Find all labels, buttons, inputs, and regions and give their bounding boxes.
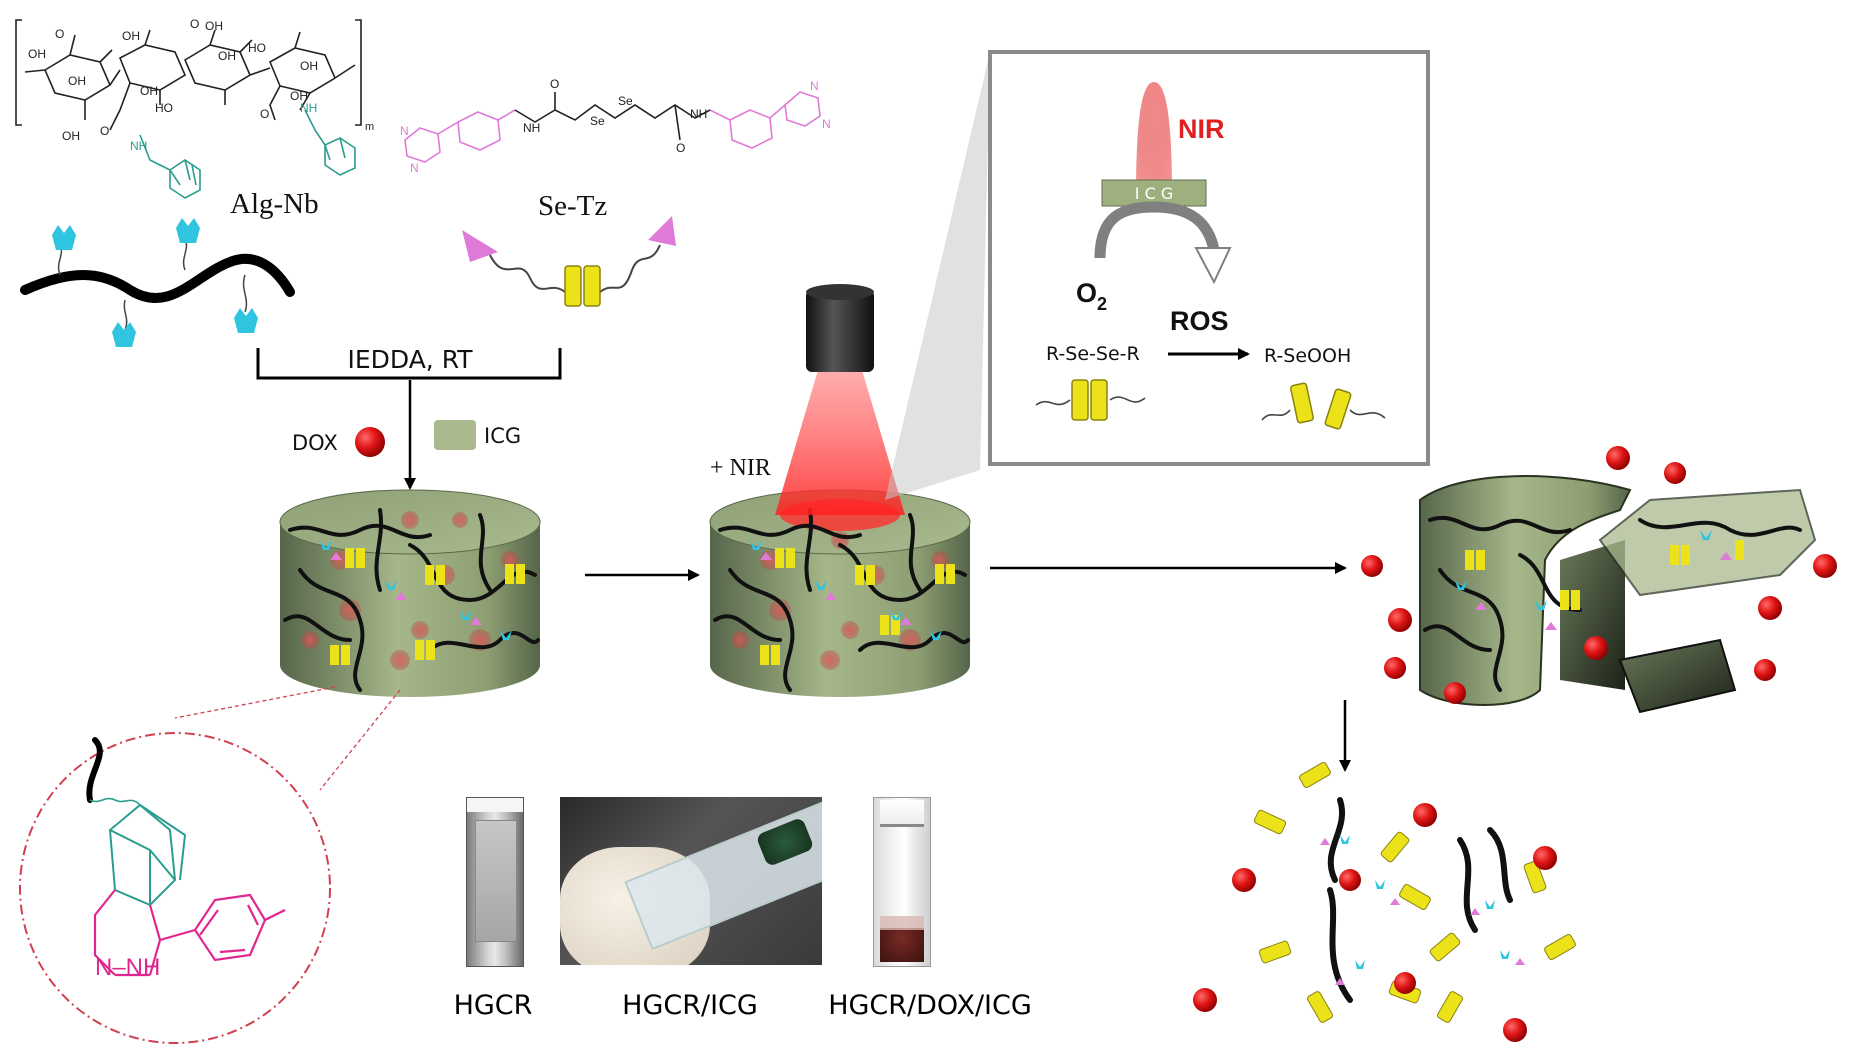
- atom-label: N: [400, 124, 409, 138]
- reactant-label: R-Se-Se-R: [1046, 343, 1140, 365]
- atom-label: NH: [300, 101, 317, 115]
- fragment-upper: [1600, 490, 1815, 595]
- nir-beam: [775, 370, 905, 515]
- repeat-index: m: [365, 121, 374, 133]
- zoom-circle: [20, 733, 330, 1043]
- icg-legend: ICG: [434, 420, 521, 450]
- caption-hgcr: HGCR: [448, 990, 538, 1021]
- atom-label: O: [55, 27, 64, 41]
- inset-nir-label: NIR: [1178, 114, 1225, 144]
- atom-label: HO: [155, 101, 173, 115]
- norbornene-glyphs: [52, 218, 258, 347]
- fragment-lower: [1620, 640, 1735, 712]
- atom-label: OH: [62, 129, 80, 143]
- photo-hgcr-dox-icg: [873, 797, 931, 967]
- benzene-ring-left: [458, 112, 500, 150]
- dox-ball-icon: [355, 427, 385, 457]
- mechanism-inset: NIR I C G O2 ROS R-Se-Se-R R-SeOOH: [885, 52, 1428, 500]
- atom-label: O: [550, 77, 559, 91]
- hydrogel-cylinder-irradiated: [710, 490, 970, 697]
- atom-label: N: [810, 79, 819, 93]
- dox-label: DOX: [292, 431, 338, 455]
- se-tz-structure: [405, 92, 820, 162]
- ros-label: ROS: [1170, 306, 1229, 336]
- atom-label: Se: [618, 94, 633, 108]
- se-tz-atom-labels: N N N N O NH Se Se NH O: [400, 77, 831, 175]
- caption-hgcr-icg: HGCR/ICG: [610, 990, 770, 1021]
- dissolved-chains: [1193, 761, 1576, 1042]
- lamp-body: [806, 290, 874, 372]
- zoom-wedge: [885, 52, 990, 500]
- atom-label: OH: [140, 84, 158, 98]
- atom-label: O: [260, 107, 269, 121]
- reaction-conditions: IEDDA, RT: [347, 345, 473, 374]
- caption-hgcr-dox-icg: HGCR/DOX/ICG: [815, 990, 1045, 1021]
- atom-label: O: [190, 17, 199, 31]
- diselenide-intact: [1091, 380, 1107, 420]
- atom-label: N: [410, 161, 419, 175]
- atom-label: N: [822, 117, 831, 131]
- diselenide-intact: [1072, 380, 1088, 420]
- zoom-callout: N–NH: [20, 687, 400, 1043]
- atom-label: NH: [523, 121, 540, 135]
- atom-label: NH: [130, 139, 147, 153]
- se-tz-cartoon: [462, 216, 676, 306]
- atom-label: OH: [122, 29, 140, 43]
- se-tz-label: Se-Tz: [538, 190, 607, 222]
- atom-label: HO: [248, 41, 266, 55]
- alg-nb-cartoon: [25, 218, 290, 347]
- nir-lamp: [775, 284, 905, 515]
- atom-label: OH: [28, 47, 46, 61]
- tetrazine-ring-left: [405, 128, 440, 162]
- benzene-ring-right: [730, 110, 772, 148]
- photo-hgcr-icg: [560, 797, 822, 965]
- bracket-left: [16, 20, 22, 125]
- hydrogel-cylinder-initial: [280, 490, 540, 697]
- pyridazine-label: N–NH: [95, 954, 160, 981]
- tetrazine-triangle-right: [648, 216, 676, 246]
- alginate-backbone: [25, 259, 290, 298]
- se-linker-chain: [515, 105, 710, 122]
- bracket-right: [355, 20, 361, 125]
- atom-label: Se: [590, 114, 605, 128]
- atom-label: NH: [690, 107, 707, 121]
- alg-nb-label: Alg-Nb: [230, 188, 319, 220]
- dox-legend: DOX: [292, 427, 385, 457]
- atom-label: O: [100, 124, 109, 138]
- tetrazine-triangle-left: [462, 230, 498, 262]
- free-dox-balls: [1193, 803, 1557, 1042]
- atom-label: OH: [218, 49, 236, 63]
- atom-label: O: [676, 141, 685, 155]
- degraded-hydrogel: [1420, 476, 1815, 712]
- atom-label: OH: [205, 19, 223, 33]
- diselenide-block: [565, 266, 581, 306]
- photo-hgcr: [466, 797, 524, 967]
- atom-label: OH: [300, 59, 318, 73]
- atom-label: OH: [68, 74, 86, 88]
- icg-square-icon: [434, 420, 476, 450]
- nir-label: + NIR: [710, 455, 771, 481]
- iedda-reaction: IEDDA, RT: [258, 345, 560, 488]
- product-label: R-SeOOH: [1264, 345, 1351, 367]
- icg-label: ICG: [484, 424, 521, 448]
- tetrazine-ring-right: [785, 92, 820, 126]
- icg-bar-label: I C G: [1135, 184, 1173, 203]
- diselenide-block: [584, 266, 600, 306]
